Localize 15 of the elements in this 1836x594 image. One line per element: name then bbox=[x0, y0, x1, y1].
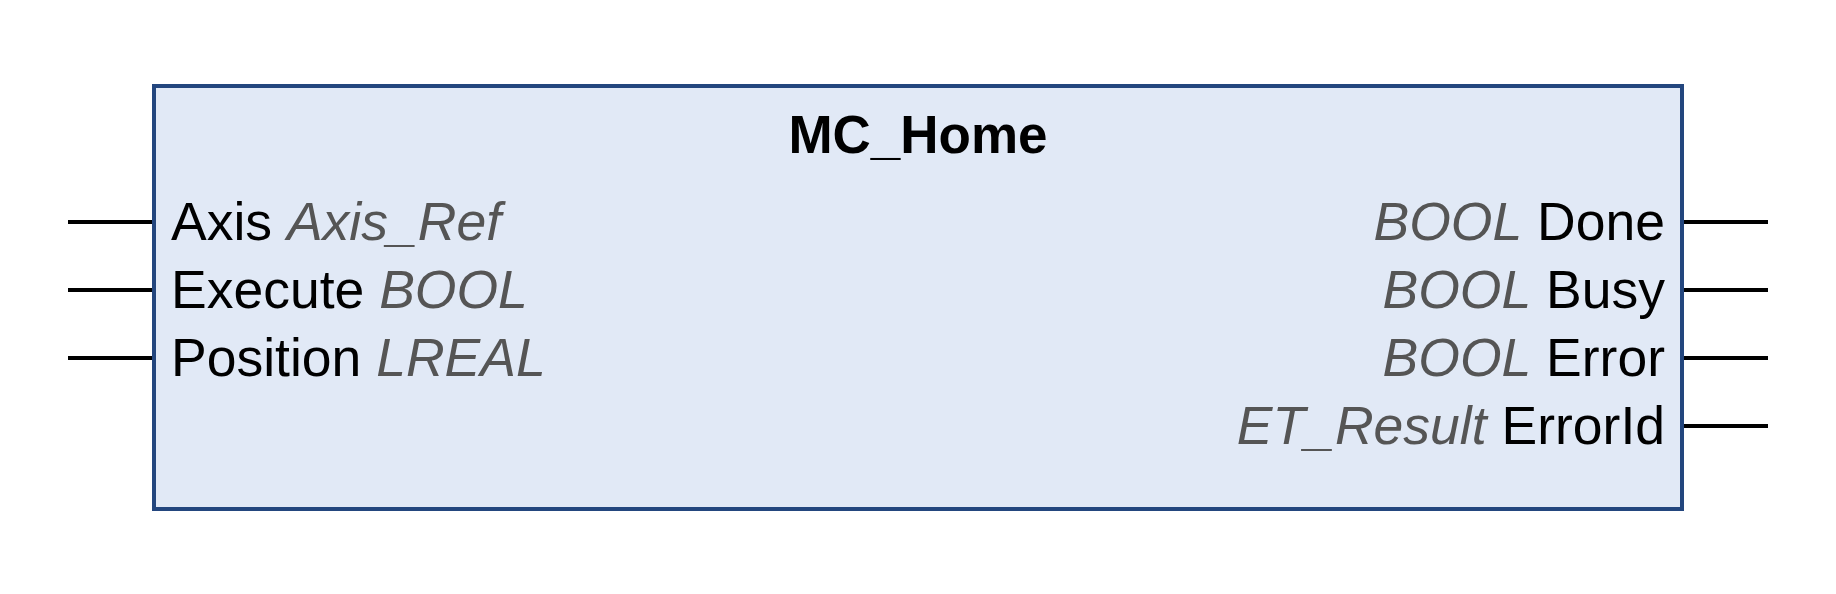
pin-line bbox=[1684, 220, 1768, 224]
input-pin-label: Position LREAL bbox=[152, 328, 546, 388]
input-pin-label: Execute BOOL bbox=[152, 260, 528, 320]
output-pin-label: ET_Result ErrorId bbox=[1236, 396, 1684, 456]
pin-line bbox=[68, 220, 152, 224]
pin-line bbox=[1684, 424, 1768, 428]
output-pin-label: BOOL Busy bbox=[1382, 260, 1684, 320]
pin-line bbox=[1684, 288, 1768, 292]
block-title: MC_Home bbox=[788, 105, 1048, 165]
pin-line bbox=[1684, 356, 1768, 360]
output-pin-label: BOOL Error bbox=[1382, 328, 1684, 388]
pin-line bbox=[68, 356, 152, 360]
function-block bbox=[152, 84, 1684, 511]
output-pin-label: BOOL Done bbox=[1373, 192, 1684, 252]
pin-line bbox=[68, 288, 152, 292]
